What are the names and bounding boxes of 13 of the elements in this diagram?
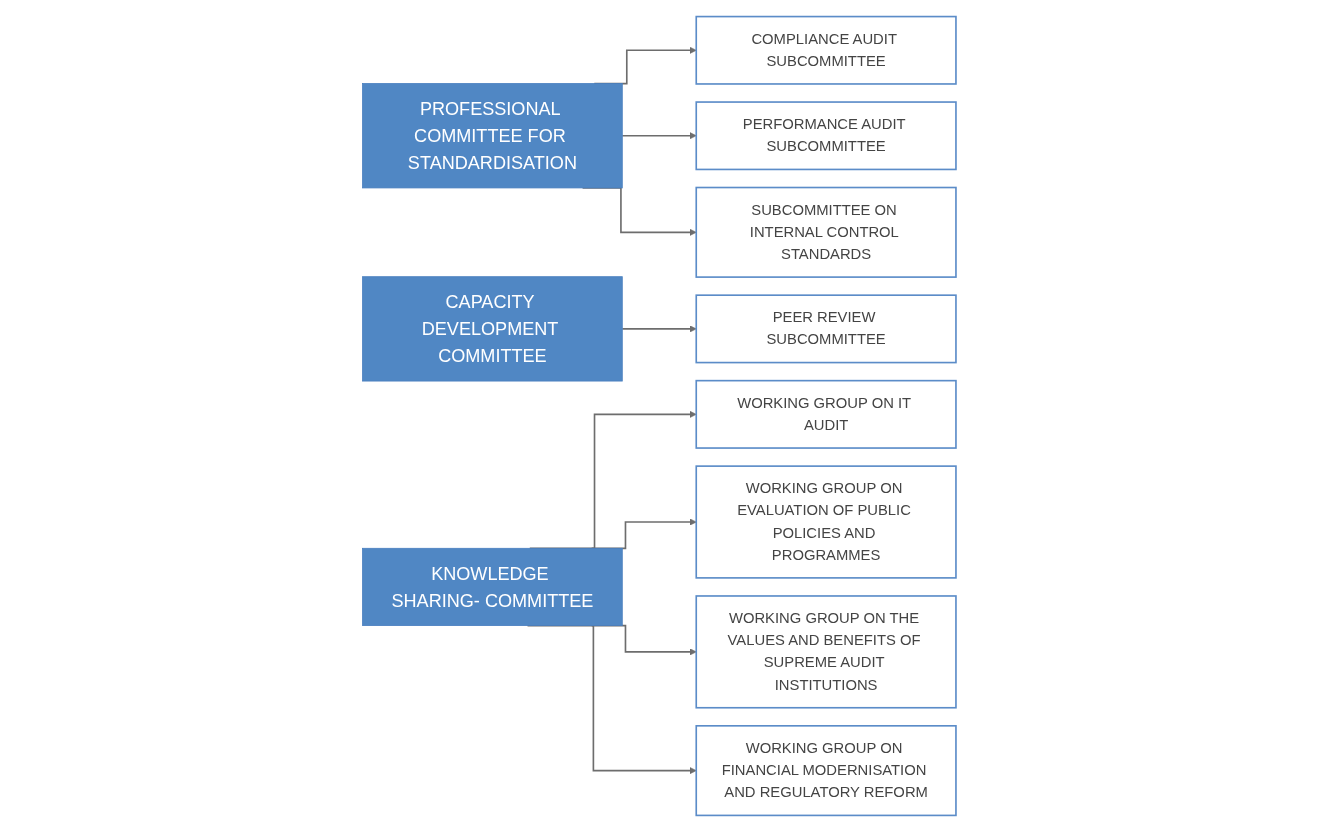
node-box: KNOWLEDGE SHARING- COMMITTEE — [362, 547, 623, 626]
node-box: WORKING GROUP ON FINANCIAL MODERNISATION AND REGULATORY REFORM — [695, 725, 957, 817]
arrow — [621, 132, 697, 140]
node-box: SUBCOMMITTEE ON INTERNAL CONTROL STANDARDS — [695, 186, 957, 278]
node-box: PERFORMANCE AUDIT SUBCOMMITTEE — [695, 101, 957, 171]
node-box: WORKING GROUP ON THE VALUES AND BENEFITS OF SUPREME AUDIT INSTITUTIONS — [695, 595, 957, 709]
node-box: WORKING GROUP ON IT AUDIT — [695, 379, 957, 449]
arrow — [621, 325, 697, 333]
node-box: PROFESSIONAL COMMITTEE FOR STANDARDISATION — [362, 83, 623, 189]
node-box: CAPACITY DEVELOPMENT COMMITTEE — [362, 276, 623, 382]
node-box: WORKING GROUP ON EVALUATION OF PUBLIC POLICIES AND PROGRAMMES — [695, 465, 957, 579]
node-box: COMPLIANCE AUDIT SUBCOMMITTEE — [695, 15, 957, 85]
node-box: PEER REVIEW SUBCOMMITTEE — [695, 294, 957, 364]
